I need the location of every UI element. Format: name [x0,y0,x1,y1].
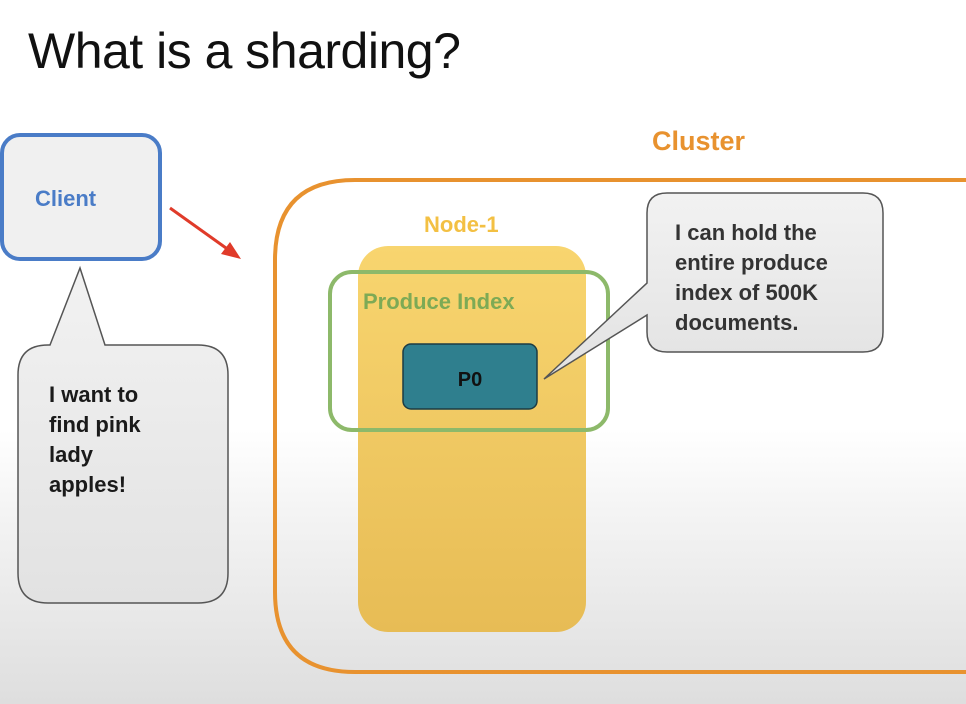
produce-index-label: Produce Index [363,289,515,314]
shard-p0 [402,343,538,410]
client-box [0,133,162,261]
client-callout-line: I want to [49,382,138,407]
client-callout-text: I want to find pink lady apples! [49,382,147,497]
client-callout-line: apples! [49,472,126,497]
node-1-label: Node-1 [424,212,499,237]
cluster-label: Cluster [652,126,746,156]
shard-p0-label: P0 [458,369,482,391]
client-callout-line: lady [49,442,94,467]
slide-title: What is a sharding? [28,23,461,79]
cluster-border [273,178,966,674]
request-arrow-head [221,242,241,259]
node-callout-line: entire produce [675,250,828,275]
node-callout-line: index of 500K [675,280,818,305]
node-1-box [358,246,586,632]
client-label: Client [35,186,97,211]
produce-index-box [328,270,610,432]
node-callout-line: I can hold the [675,220,817,245]
client-callout-line: find pink [49,412,141,437]
node-callout-line: documents. [675,310,798,335]
node-callout-bubble [543,192,884,380]
request-arrow-line [169,206,227,250]
node-callout-text: I can hold the entire produce index of 5… [675,220,834,335]
client-callout-bubble [17,265,229,604]
